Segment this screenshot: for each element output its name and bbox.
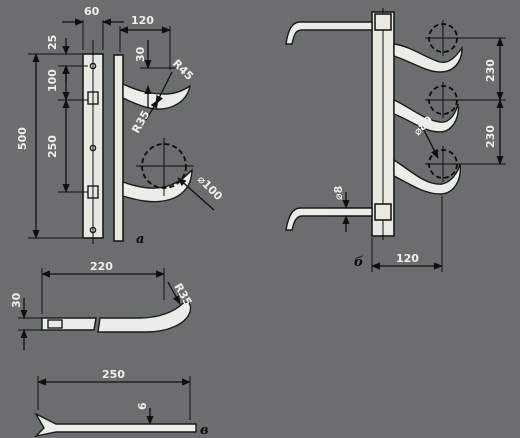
view-a-letter: а <box>136 232 144 247</box>
strip-hook-section <box>97 301 192 333</box>
view-a: 60 120 25 100 250 500 30 R45 <box>16 5 225 247</box>
upper-hook-b <box>393 43 463 73</box>
lower-hook-b <box>393 158 461 195</box>
mounting-bracket <box>374 203 392 221</box>
view-c: 250 6 в <box>33 368 209 438</box>
bottom-hanger-rod <box>285 207 373 231</box>
dim-tip-radius: R35 <box>129 108 152 135</box>
dim-hook-reach-b: 120 <box>396 252 419 265</box>
view-b-letter: б <box>354 255 364 270</box>
dim-strip-height: 30 <box>10 292 23 308</box>
dim-fork-thickness: 6 <box>136 402 149 410</box>
top-hanger-rod <box>285 21 373 45</box>
detail-strip: 220 30 R35 <box>10 260 195 350</box>
dim-top-offset: 25 <box>46 35 59 50</box>
dim-overall-height: 500 <box>16 127 29 150</box>
strip-slot <box>47 319 63 329</box>
dim-lower-pitch: 250 <box>46 135 59 158</box>
dim-rod-dia: ⌀8 <box>332 186 345 200</box>
middle-hook-b <box>393 98 459 133</box>
view-c-letter: в <box>200 423 209 438</box>
dim-plate-width: 60 <box>84 5 100 18</box>
dim-fork-length: 250 <box>102 368 125 381</box>
lower-hook <box>122 168 193 203</box>
dim-hook-height: 30 <box>134 46 147 62</box>
dim-circle-dia: ⌀100 <box>195 173 225 203</box>
dim-hook-reach: 120 <box>131 14 154 27</box>
dim-upper-pitch: 100 <box>46 69 59 92</box>
dim-pitch-lower: 230 <box>484 125 497 148</box>
mounting-bracket <box>374 13 392 31</box>
view-b: 230 230 ⌀89 ⌀8 120 б <box>285 8 506 272</box>
dim-strip-length: 220 <box>90 260 113 273</box>
dim-pitch-upper: 230 <box>484 59 497 82</box>
upper-hook <box>122 82 192 110</box>
dim-hook-radius: R45 <box>170 57 196 83</box>
forked-strip <box>33 412 197 438</box>
side-bar <box>113 54 124 242</box>
